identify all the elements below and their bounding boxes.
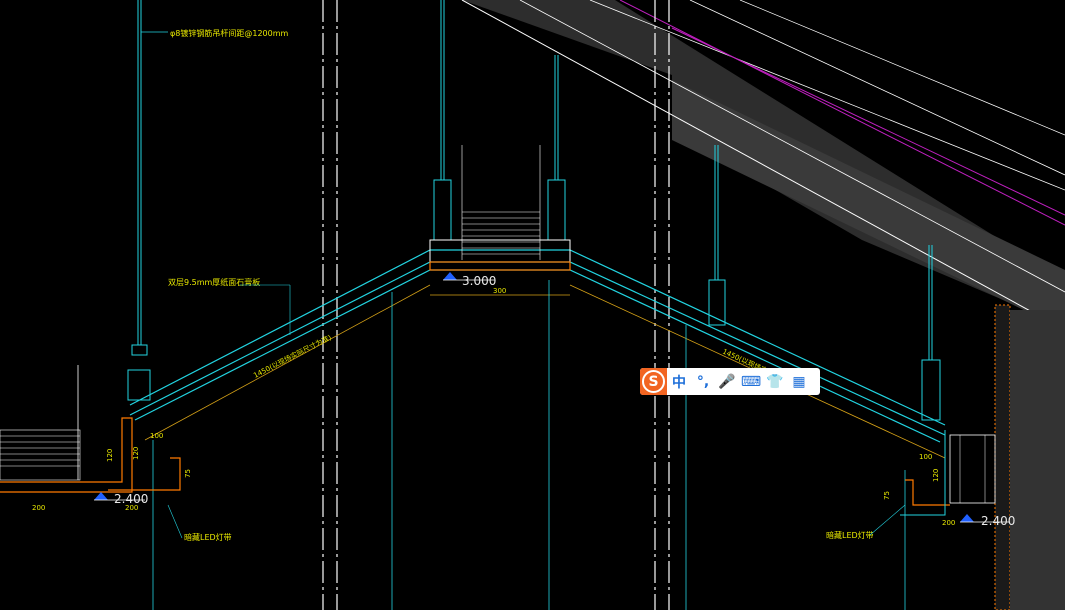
roof-edge-1: [461, 0, 1065, 331]
level-text-right: 2.400: [981, 514, 1015, 528]
led-note-right: 暗藏LED灯带: [826, 530, 874, 540]
roof-magenta-2: [671, 27, 1065, 216]
dim-300: 300: [493, 287, 506, 295]
rod-note: φ8镀锌钢筋吊杆间距@1200mm: [170, 28, 289, 38]
dim-75-left: 75: [184, 469, 192, 478]
roof-slab: [462, 0, 1065, 610]
dim-120-right: 120: [932, 469, 940, 482]
roof-slab-inner: [672, 80, 1065, 330]
center-box-orange: [429, 261, 571, 271]
dim-120-left-v: 120: [106, 449, 114, 462]
sogou-logo-icon[interactable]: S: [640, 368, 667, 395]
led-leader-left: [167, 504, 183, 539]
dim-120-left: 120: [132, 447, 140, 460]
keyboard-icon[interactable]: ⌨: [740, 373, 762, 390]
right-wall-face: [1010, 310, 1065, 610]
roof-edge-2: [519, 0, 1065, 293]
level-text-left: 2.400: [114, 492, 148, 506]
skin-icon[interactable]: 👕: [766, 373, 784, 390]
toolbox-icon[interactable]: ▦: [792, 373, 806, 390]
level-marker-center: [443, 272, 457, 280]
level-text-center: 3.000: [462, 274, 496, 288]
roof-edge-3: [589, 0, 1065, 191]
dim-100-left: 100: [150, 432, 163, 440]
roof-magenta-1: [619, 0, 1065, 226]
center-box: [429, 239, 571, 271]
dim-200-b: 200: [125, 504, 138, 512]
dim-75-right: 75: [883, 491, 891, 500]
ime-toolbar[interactable]: S 中 °, 🎤 ⌨ 👕 ▦: [640, 368, 820, 395]
dim-200-a: 200: [32, 504, 45, 512]
roof-line-5: [739, 0, 1065, 136]
right-detail: [900, 430, 996, 516]
board-note: 双层9.5mm厚纸面石膏板: [168, 277, 260, 287]
dim-200-c: 200: [942, 519, 955, 527]
right-wall: [994, 304, 1011, 610]
led-note-left: 暗藏LED灯带: [184, 532, 232, 542]
dim-100-right: 100: [919, 453, 932, 461]
led-leader-right: [869, 504, 906, 536]
left-detail: [0, 365, 181, 493]
roof-edge-4: [689, 0, 1065, 176]
microphone-icon[interactable]: 🎤: [718, 373, 736, 390]
level-marker-right: [960, 514, 974, 522]
punctuation-icon[interactable]: °,: [696, 373, 710, 390]
chinese-mode-icon[interactable]: 中: [672, 374, 686, 391]
center-hatch: [461, 145, 541, 260]
hanger-rods: [127, 0, 941, 421]
level-marker-left: [94, 492, 108, 500]
